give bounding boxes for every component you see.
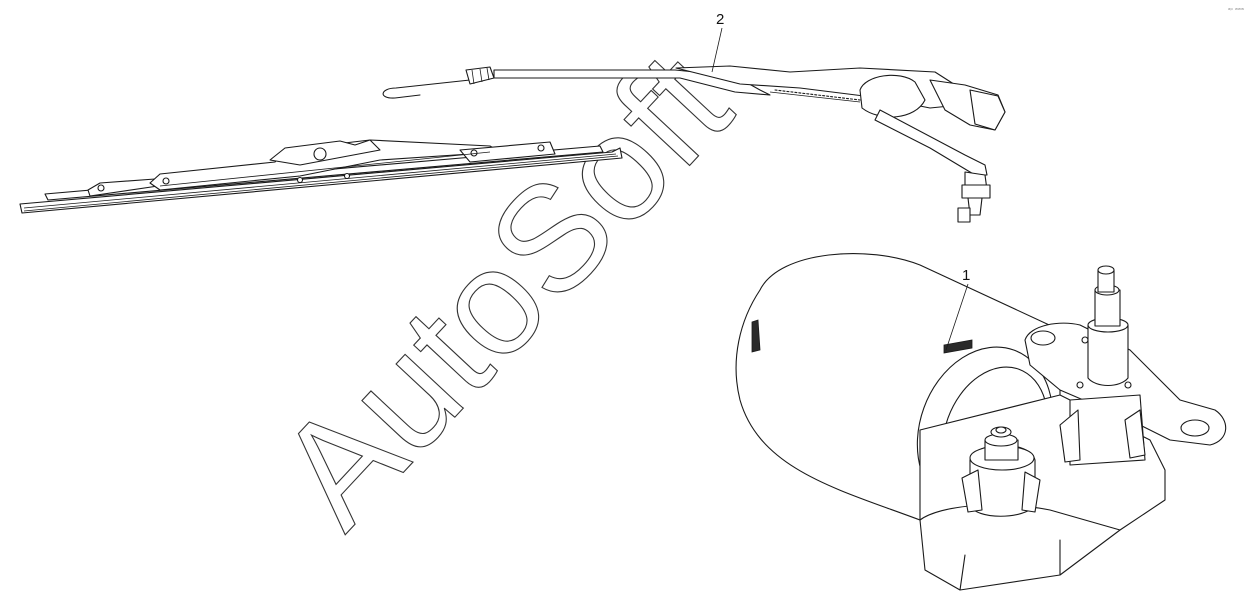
callout-1-label: 1 [962,267,970,284]
wiper-motor [735,253,1227,591]
callout-1: 1 [945,267,970,351]
callout-2-label: 2 [716,11,724,28]
corner-mark: ᵃᵖ ʷʷʷ [1228,7,1244,14]
callout-2: 2 [711,11,724,73]
watermark-text: AutoSoft [246,21,761,556]
wiper-blade [19,139,623,214]
wiper-arm [382,65,1006,223]
